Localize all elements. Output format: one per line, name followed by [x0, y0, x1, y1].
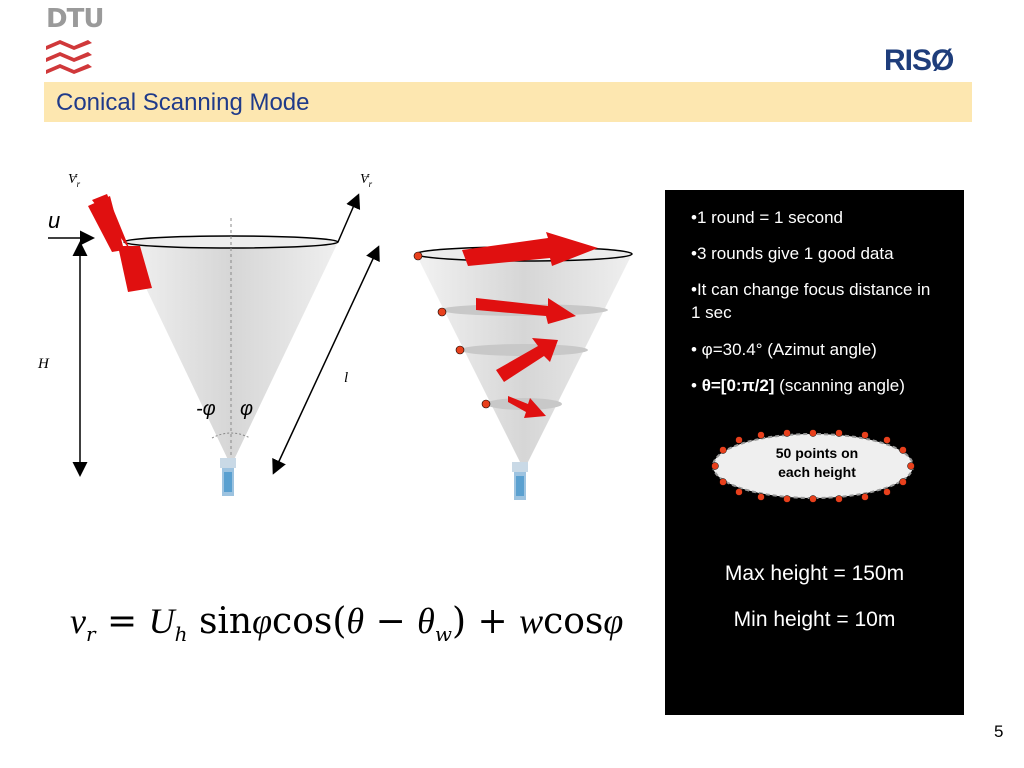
theta-range: θ=[0:π/2] [701, 376, 775, 395]
l-label: l [344, 370, 349, 386]
u-label: u [48, 208, 61, 233]
dtu-logo-icon [46, 40, 92, 74]
riso-logo: RISØ [884, 44, 954, 77]
vr-right-label: Vr [360, 172, 373, 189]
theta-desc: (scanning angle) [774, 376, 905, 395]
phi-label: φ [240, 398, 254, 420]
info-panel: •1 round = 1 second •3 rounds give 1 goo… [665, 190, 964, 715]
bullet-round: •1 round = 1 second [691, 208, 843, 227]
vr-left-arrow-icon: → [70, 170, 79, 180]
h-label: H [38, 356, 49, 372]
right-cone [415, 246, 633, 500]
laser-beam-left-icon [88, 194, 152, 292]
neg-phi-label: -φ [196, 398, 216, 420]
bullet-rounds-data: •3 rounds give 1 good data [691, 244, 894, 263]
points-ellipse-icon [711, 429, 915, 503]
page-title: Conical Scanning Mode [56, 89, 310, 116]
conical-scan-diagram [48, 193, 633, 500]
max-height: Max height = 150m [724, 562, 905, 585]
wind-arrows-icon [462, 232, 598, 418]
points-label: 50 points on each height [757, 444, 877, 482]
measurement-dots [413, 251, 491, 409]
page-number: 5 [994, 722, 1004, 741]
velocity-formula: vr = Uh sinφcos(θ − θw) + wcosφ [70, 601, 624, 647]
vr-right-arrow-icon: → [362, 170, 371, 180]
lidar-device-right-icon [512, 462, 528, 500]
bullet-phi: • φ=30.4° (Azimut angle) [691, 340, 877, 359]
bullet-theta: • θ=[0:π/2] (scanning angle) [691, 376, 905, 395]
bullet-focus: •It can change focus distance in 1 sec [691, 280, 931, 322]
min-height: Min height = 10m [733, 608, 896, 631]
points-label-line2: each height [778, 464, 856, 480]
points-ellipse: 50 points on each height [705, 426, 921, 506]
left-cone [123, 218, 339, 496]
lidar-device-left-icon [220, 458, 236, 496]
points-label-line1: 50 points on [775, 445, 859, 461]
vr-left-label: Vr [68, 172, 81, 189]
dtu-logo-text: DTU [46, 4, 104, 34]
title-bar: Conical Scanning Mode [44, 82, 972, 122]
